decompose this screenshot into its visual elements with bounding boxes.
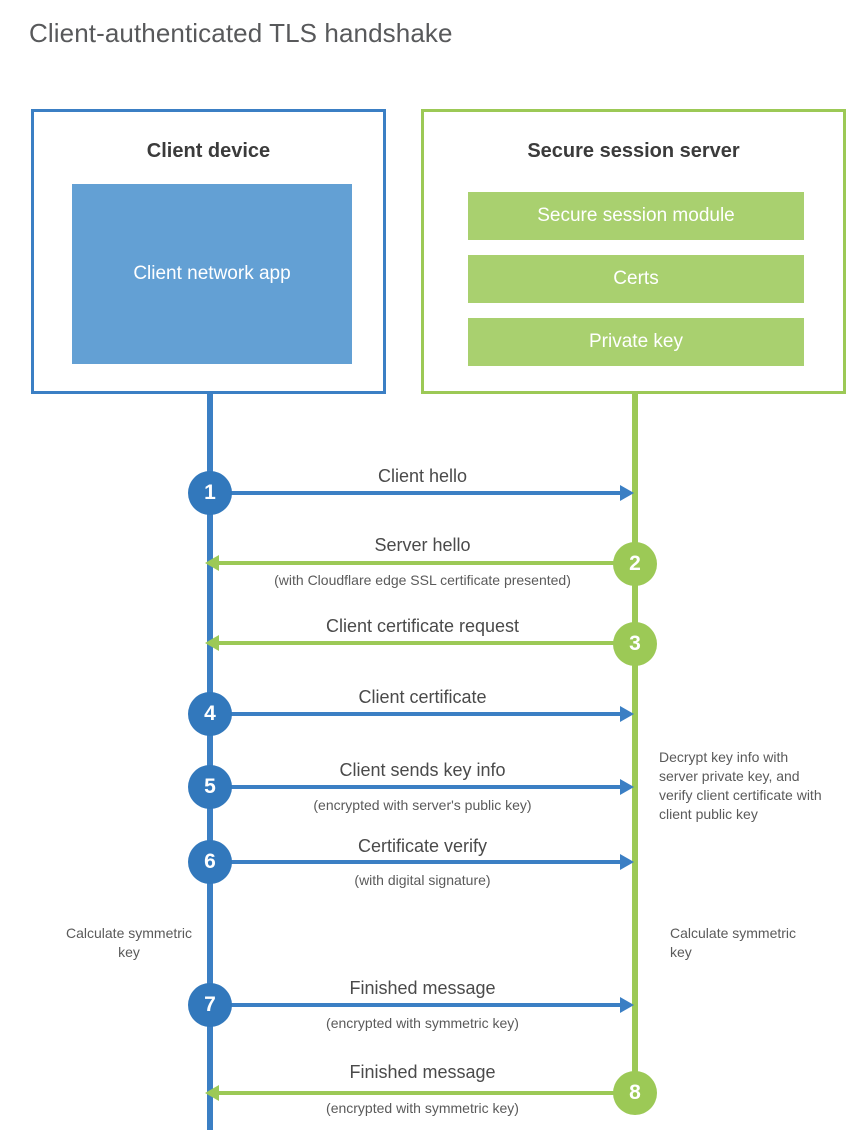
- client-device-title: Client device: [146, 140, 271, 162]
- client-network-app-block: Client network app: [72, 184, 352, 364]
- step-3-arrow-head-icon: [205, 635, 219, 651]
- step-3-badge: 3: [613, 622, 657, 666]
- step-2-sub: (with Cloudflare edge SSL certificate pr…: [274, 572, 571, 588]
- server-calculate-symmetric-key-note: Calculate symmetric key: [670, 925, 797, 960]
- step-5-badge: 5: [188, 765, 232, 809]
- step-7-label: Finished message: [349, 978, 496, 998]
- step-2-arrow-line: [216, 561, 636, 565]
- step-1-badge: 1: [188, 471, 232, 515]
- server-decrypt-note: Decrypt key info with server private key…: [659, 749, 822, 822]
- step-3-label: Client certificate request: [325, 616, 520, 636]
- step-8-label: Finished message: [349, 1062, 496, 1082]
- secure-session-server-title: Secure session server: [527, 140, 740, 162]
- server-bar-private-key: Private key: [468, 318, 804, 366]
- step-6-badge: 6: [188, 840, 232, 884]
- step-1-arrow-line: [210, 491, 624, 495]
- page-title: Client-authenticated TLS handshake: [29, 18, 453, 48]
- client-calculate-symmetric-key-note: Calculate symmetric key: [65, 925, 193, 960]
- step-5-sub: (encrypted with server's public key): [313, 797, 532, 813]
- step-8-sub: (encrypted with symmetric key): [326, 1100, 519, 1116]
- step-1-label: Client hello: [377, 466, 468, 486]
- server-bar-secure-session-module: Secure session module: [468, 192, 804, 240]
- client-lifeline: [207, 393, 213, 1130]
- step-4-badge: 4: [188, 692, 232, 736]
- step-6-arrow-head-icon: [620, 854, 634, 870]
- client-device-box: Client device Client network app: [31, 109, 386, 394]
- step-8-arrow-head-icon: [205, 1085, 219, 1101]
- step-8-arrow-line: [216, 1091, 636, 1095]
- server-lifeline: [632, 393, 638, 1093]
- step-5-label: Client sends key info: [339, 760, 506, 780]
- step-7-arrow-line: [210, 1003, 624, 1007]
- step-5-arrow-line: [210, 785, 624, 789]
- step-6-arrow-line: [210, 860, 624, 864]
- step-3-arrow-line: [216, 641, 636, 645]
- step-8-badge: 8: [613, 1071, 657, 1115]
- secure-session-server-box: Secure session server Secure session mod…: [421, 109, 846, 394]
- step-2-label: Server hello: [374, 535, 471, 555]
- step-2-badge: 2: [613, 542, 657, 586]
- server-bar-certs: Certs: [468, 255, 804, 303]
- step-2-arrow-head-icon: [205, 555, 219, 571]
- step-1-arrow-head-icon: [620, 485, 634, 501]
- step-7-arrow-head-icon: [620, 997, 634, 1013]
- step-5-arrow-head-icon: [620, 779, 634, 795]
- step-4-arrow-head-icon: [620, 706, 634, 722]
- step-7-sub: (encrypted with symmetric key): [326, 1015, 519, 1031]
- step-4-label: Client certificate: [358, 687, 487, 707]
- step-6-sub: (with digital signature): [354, 872, 491, 888]
- step-4-arrow-line: [210, 712, 624, 716]
- step-7-badge: 7: [188, 983, 232, 1027]
- step-6-label: Certificate verify: [357, 836, 488, 856]
